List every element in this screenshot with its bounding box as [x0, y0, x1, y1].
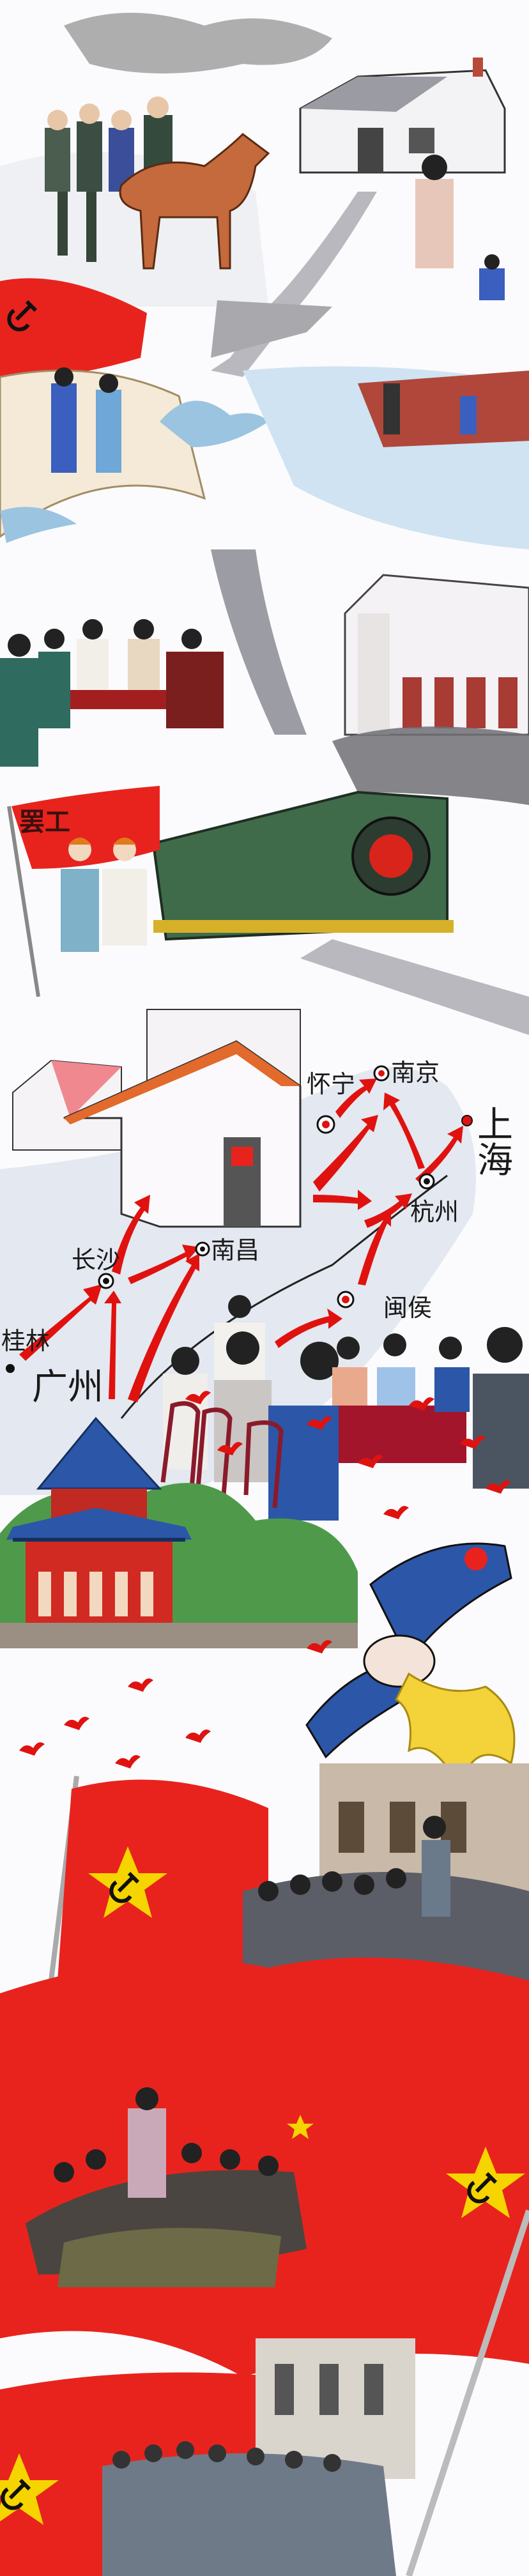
- red-bird-icon: [128, 1678, 153, 1692]
- red-bird-icon: [383, 1506, 409, 1519]
- wall-path: [211, 549, 307, 735]
- star-icon: [446, 2147, 525, 2218]
- strike-flag-text: 罢工: [19, 807, 70, 837]
- ground: [0, 1623, 358, 1648]
- city-label-changsha: 长沙: [72, 1246, 120, 1274]
- horse: [119, 133, 270, 270]
- meeting-table: [339, 1406, 466, 1463]
- city-label-huaining: 怀宁: [307, 1070, 355, 1098]
- star-icon: [88, 1846, 167, 1918]
- crowd-charging: [26, 2087, 307, 2287]
- city-labels: 怀宁 南京 上海 杭州 南昌 长沙 桂林 闽侯 广州: [1, 1059, 513, 1408]
- red-bird-icon: [185, 1729, 211, 1743]
- city-label-guilin: 桂林: [1, 1327, 50, 1355]
- scene-meeting: [0, 549, 529, 767]
- star-icon: [287, 2115, 314, 2139]
- red-flag: [57, 1779, 268, 1993]
- railway-track: [300, 939, 529, 1035]
- gate-windows: [275, 2364, 383, 2415]
- soldier-group: [45, 96, 172, 262]
- marching-crowd: [102, 2453, 396, 2576]
- map-land: [0, 1067, 476, 1495]
- two-figures: [51, 367, 121, 473]
- steam: [332, 726, 529, 805]
- chairs: [160, 1401, 284, 1508]
- red-bird-icon: [115, 1755, 141, 1768]
- locomotive-stripe: [153, 920, 454, 933]
- woman-figure: [415, 155, 454, 268]
- scene-pavilion: [0, 1391, 511, 1768]
- scene-train: 罢工: [7, 726, 529, 1035]
- smoke: [64, 13, 332, 73]
- scene-map: [0, 1009, 529, 1521]
- child-figure: [479, 254, 505, 300]
- boat: [358, 371, 529, 447]
- dove-icon: [0, 507, 77, 543]
- crowd-heads: [258, 1816, 446, 1901]
- house: [299, 57, 506, 174]
- city-label-nanjing: 南京: [391, 1059, 440, 1087]
- meeting-table: [57, 690, 185, 709]
- headlamp-emblem: [369, 834, 413, 878]
- building-right: [344, 574, 529, 736]
- red-bird-icon: [19, 1742, 45, 1756]
- meeting-group: [160, 1295, 529, 1521]
- pavilion: [6, 1416, 192, 1623]
- scene-handshake: [305, 1542, 516, 1792]
- coastline: [120, 1174, 448, 1419]
- clasped-hands: [363, 1634, 436, 1688]
- crowd: [243, 1872, 529, 1981]
- sleeve-upper: [369, 1542, 512, 1663]
- city-label-hangzhou: 杭州: [410, 1198, 459, 1226]
- city-label-shanghai: 上海: [471, 1105, 513, 1177]
- star-icon: [0, 2453, 59, 2525]
- red-bird-icon: [64, 1717, 89, 1730]
- stone-bridge: [211, 300, 332, 358]
- city-label-nanchang: 南昌: [211, 1236, 259, 1264]
- map-building: [12, 1009, 302, 1228]
- meeting-figures: [0, 619, 224, 767]
- route-arrows: [19, 1078, 463, 1402]
- scene-soldiers: [0, 13, 506, 377]
- yellow-ribbon: [395, 1672, 516, 1792]
- scene-book-boat: [0, 300, 529, 549]
- dove-icon: [160, 401, 268, 447]
- sleeve-badge: [464, 1547, 487, 1570]
- flag-pole: [406, 2209, 529, 2576]
- boat-figures: [383, 383, 477, 434]
- city-label-minhou: 闽侯: [383, 1294, 432, 1322]
- city-label-guangzhou: 广州: [32, 1367, 103, 1408]
- workers: [61, 838, 147, 952]
- marching-heads: [112, 2441, 341, 2472]
- city-markers: [6, 1065, 473, 1373]
- red-flag-top: [0, 278, 147, 383]
- scene-flags: [0, 1763, 529, 2576]
- speaker-figure: [422, 1840, 450, 1917]
